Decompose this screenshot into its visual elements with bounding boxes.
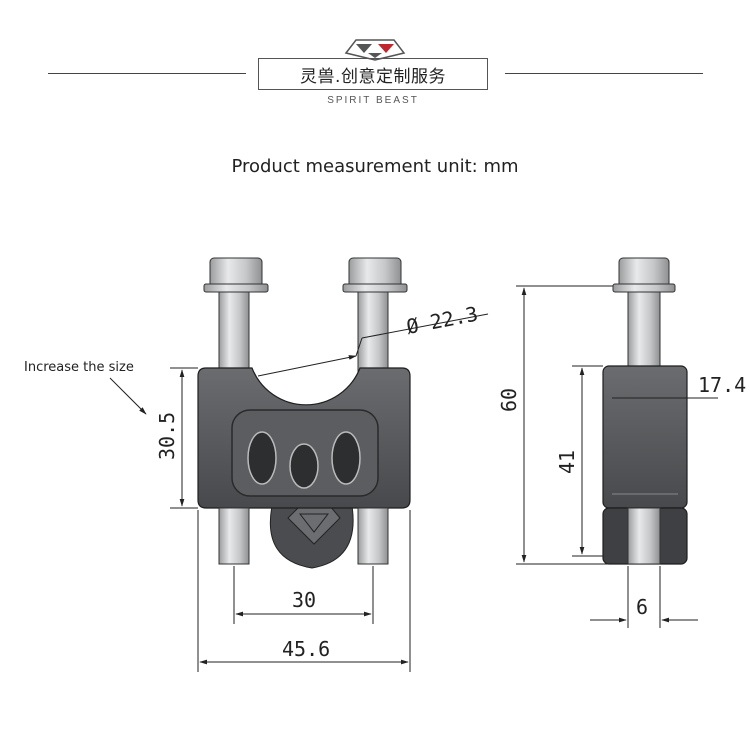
dim-total-width: 45.6 — [282, 637, 330, 661]
front-view — [197, 257, 411, 569]
slot-center — [289, 443, 319, 489]
dim-side-height: 41 — [555, 450, 579, 474]
dim-bolt-spacing: 30 — [292, 588, 316, 612]
brand-subtitle: SPIRIT BEAST — [327, 95, 419, 106]
header-left-rule — [48, 73, 246, 74]
brand-title: 灵兽.创意定制服务 — [300, 67, 446, 87]
dim-total-height: 60 — [497, 388, 521, 412]
dim-height-main: 30.5 — [155, 412, 179, 460]
measurement-caption: Product measurement unit: mm — [231, 156, 519, 177]
diameter-leader-ext — [355, 337, 363, 357]
brand-frame — [258, 58, 488, 90]
dim-diameter: Ø 22.3 — [404, 302, 480, 339]
slot-left — [247, 431, 277, 485]
increase-note-arrow — [109, 377, 147, 415]
slot-right — [331, 431, 361, 485]
increase-size-note: Increase the size — [24, 360, 134, 375]
dim-side-depth: 17.4 — [698, 373, 746, 397]
side-body — [602, 365, 688, 509]
dim-bolt-diameter: 6 — [636, 595, 648, 619]
brand-logo-icon — [344, 39, 406, 61]
diameter-leader-shelf — [361, 313, 489, 339]
header-right-rule — [505, 73, 703, 74]
diameter-leader — [257, 355, 357, 377]
side-view — [602, 257, 688, 565]
